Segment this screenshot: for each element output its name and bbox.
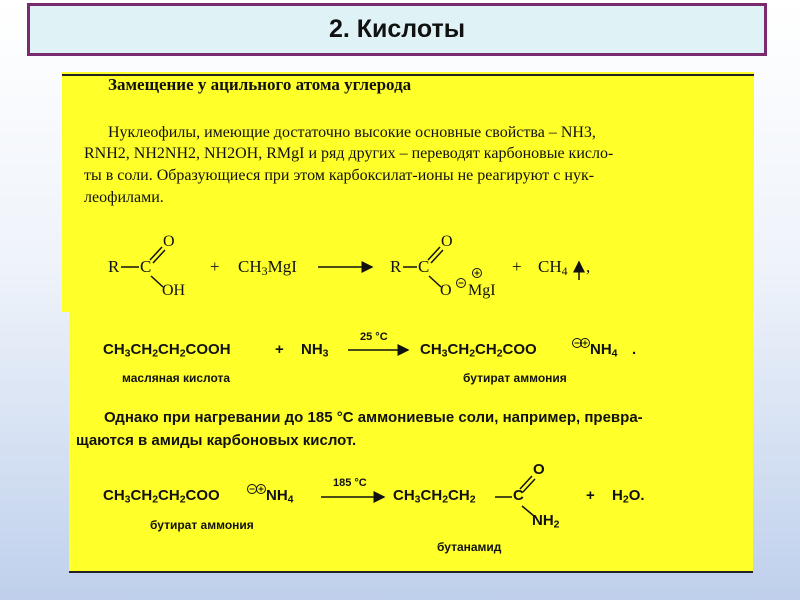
r2-product: CH3CH2CH2COO [420,341,537,360]
r3-bond-c-n [521,505,535,517]
bottom-rule [69,571,753,573]
para2-line-1: Однако при нагревании до 185 °С аммониев… [104,409,643,426]
r1-r-label: R [108,257,120,276]
r3-counter-ion: NH4 [266,487,294,506]
para2-line-2: щаются в амиды карбоновых кислот. [76,432,357,449]
r1-reagent: CH3MgI [238,257,297,278]
r3-plus: + [586,487,595,504]
r1-bond-c-oh [150,275,164,288]
para-line-1: Нуклеофилы, имеющие достаточно высокие о… [108,124,596,141]
r3-product-label: бутанамид [437,540,502,554]
r1-product-double-a [427,246,441,261]
r2-minus-charge-icon [572,338,582,348]
r2-reagent: NH3 [301,341,329,360]
r2-plus-charge-icon [580,338,590,348]
slide-title: 2. Кислоты [328,15,466,43]
r1-product-double-b [430,249,444,264]
r1-minus-charge-icon [456,278,466,288]
top-rule [62,74,754,76]
r1-c-atom: C [140,257,152,276]
section-heading: Замещение у ацильного атома углерода [108,75,412,94]
yellow-panel-bottom [69,312,753,572]
r3-product-o: O [533,461,545,478]
r2-product-label: бутират аммония [463,371,567,385]
r1-comma: , [586,257,591,276]
r3-reactant-label: бутират аммония [150,518,254,532]
para-line-3: ты в соли. Образующиеся при этом карбокс… [84,167,595,184]
r3-product-nh2: NH2 [532,512,560,531]
r1-o-atom: O [163,233,175,250]
r2-reactant: CH3CH2CH2COOH [103,341,231,360]
r1-methane: CH4 [538,257,568,278]
r3-condition: 185 °C [333,477,367,489]
r2-plus: + [275,341,284,358]
r1-plus-1: + [210,257,220,276]
r1-product-mgi: MgI [468,282,496,299]
r2-reactant-label: масляная кислота [122,371,231,385]
r3-product-chain: CH3CH2CH2 [393,487,476,506]
r1-double-bond-b [152,249,166,264]
r1-plus-2: + [512,257,522,276]
r1-oh-group: OH [162,282,186,299]
r1-product-c: C [418,257,430,276]
r3-water: H2O. [612,487,645,506]
r1-product-o: O [441,233,453,250]
r2-counter-ion: NH4 [590,341,618,360]
r3-double-bond-a [519,475,533,490]
r3-plus-charge-icon [256,484,266,494]
r1-double-bond-a [149,246,163,261]
r2-condition: 25 °C [360,331,388,343]
r2-period: . [632,341,637,358]
yellow-panel-top [62,72,754,312]
r1-product-r: R [390,257,402,276]
r3-double-bond-b [522,478,536,493]
title-box: 2. Кислоты [27,3,767,56]
para-line-2: RNH2, NH2NH2, NH2OH, RMgI и ряд других –… [84,145,614,162]
r3-product-c: C [513,487,524,504]
r1-plus-charge-icon [472,268,482,278]
r1-product-ominus: O [440,282,452,299]
r3-reactant: CH3CH2CH2COO [103,487,220,506]
r1-product-bond-c-o [428,275,442,288]
para-line-4: леофилами. [84,189,164,206]
